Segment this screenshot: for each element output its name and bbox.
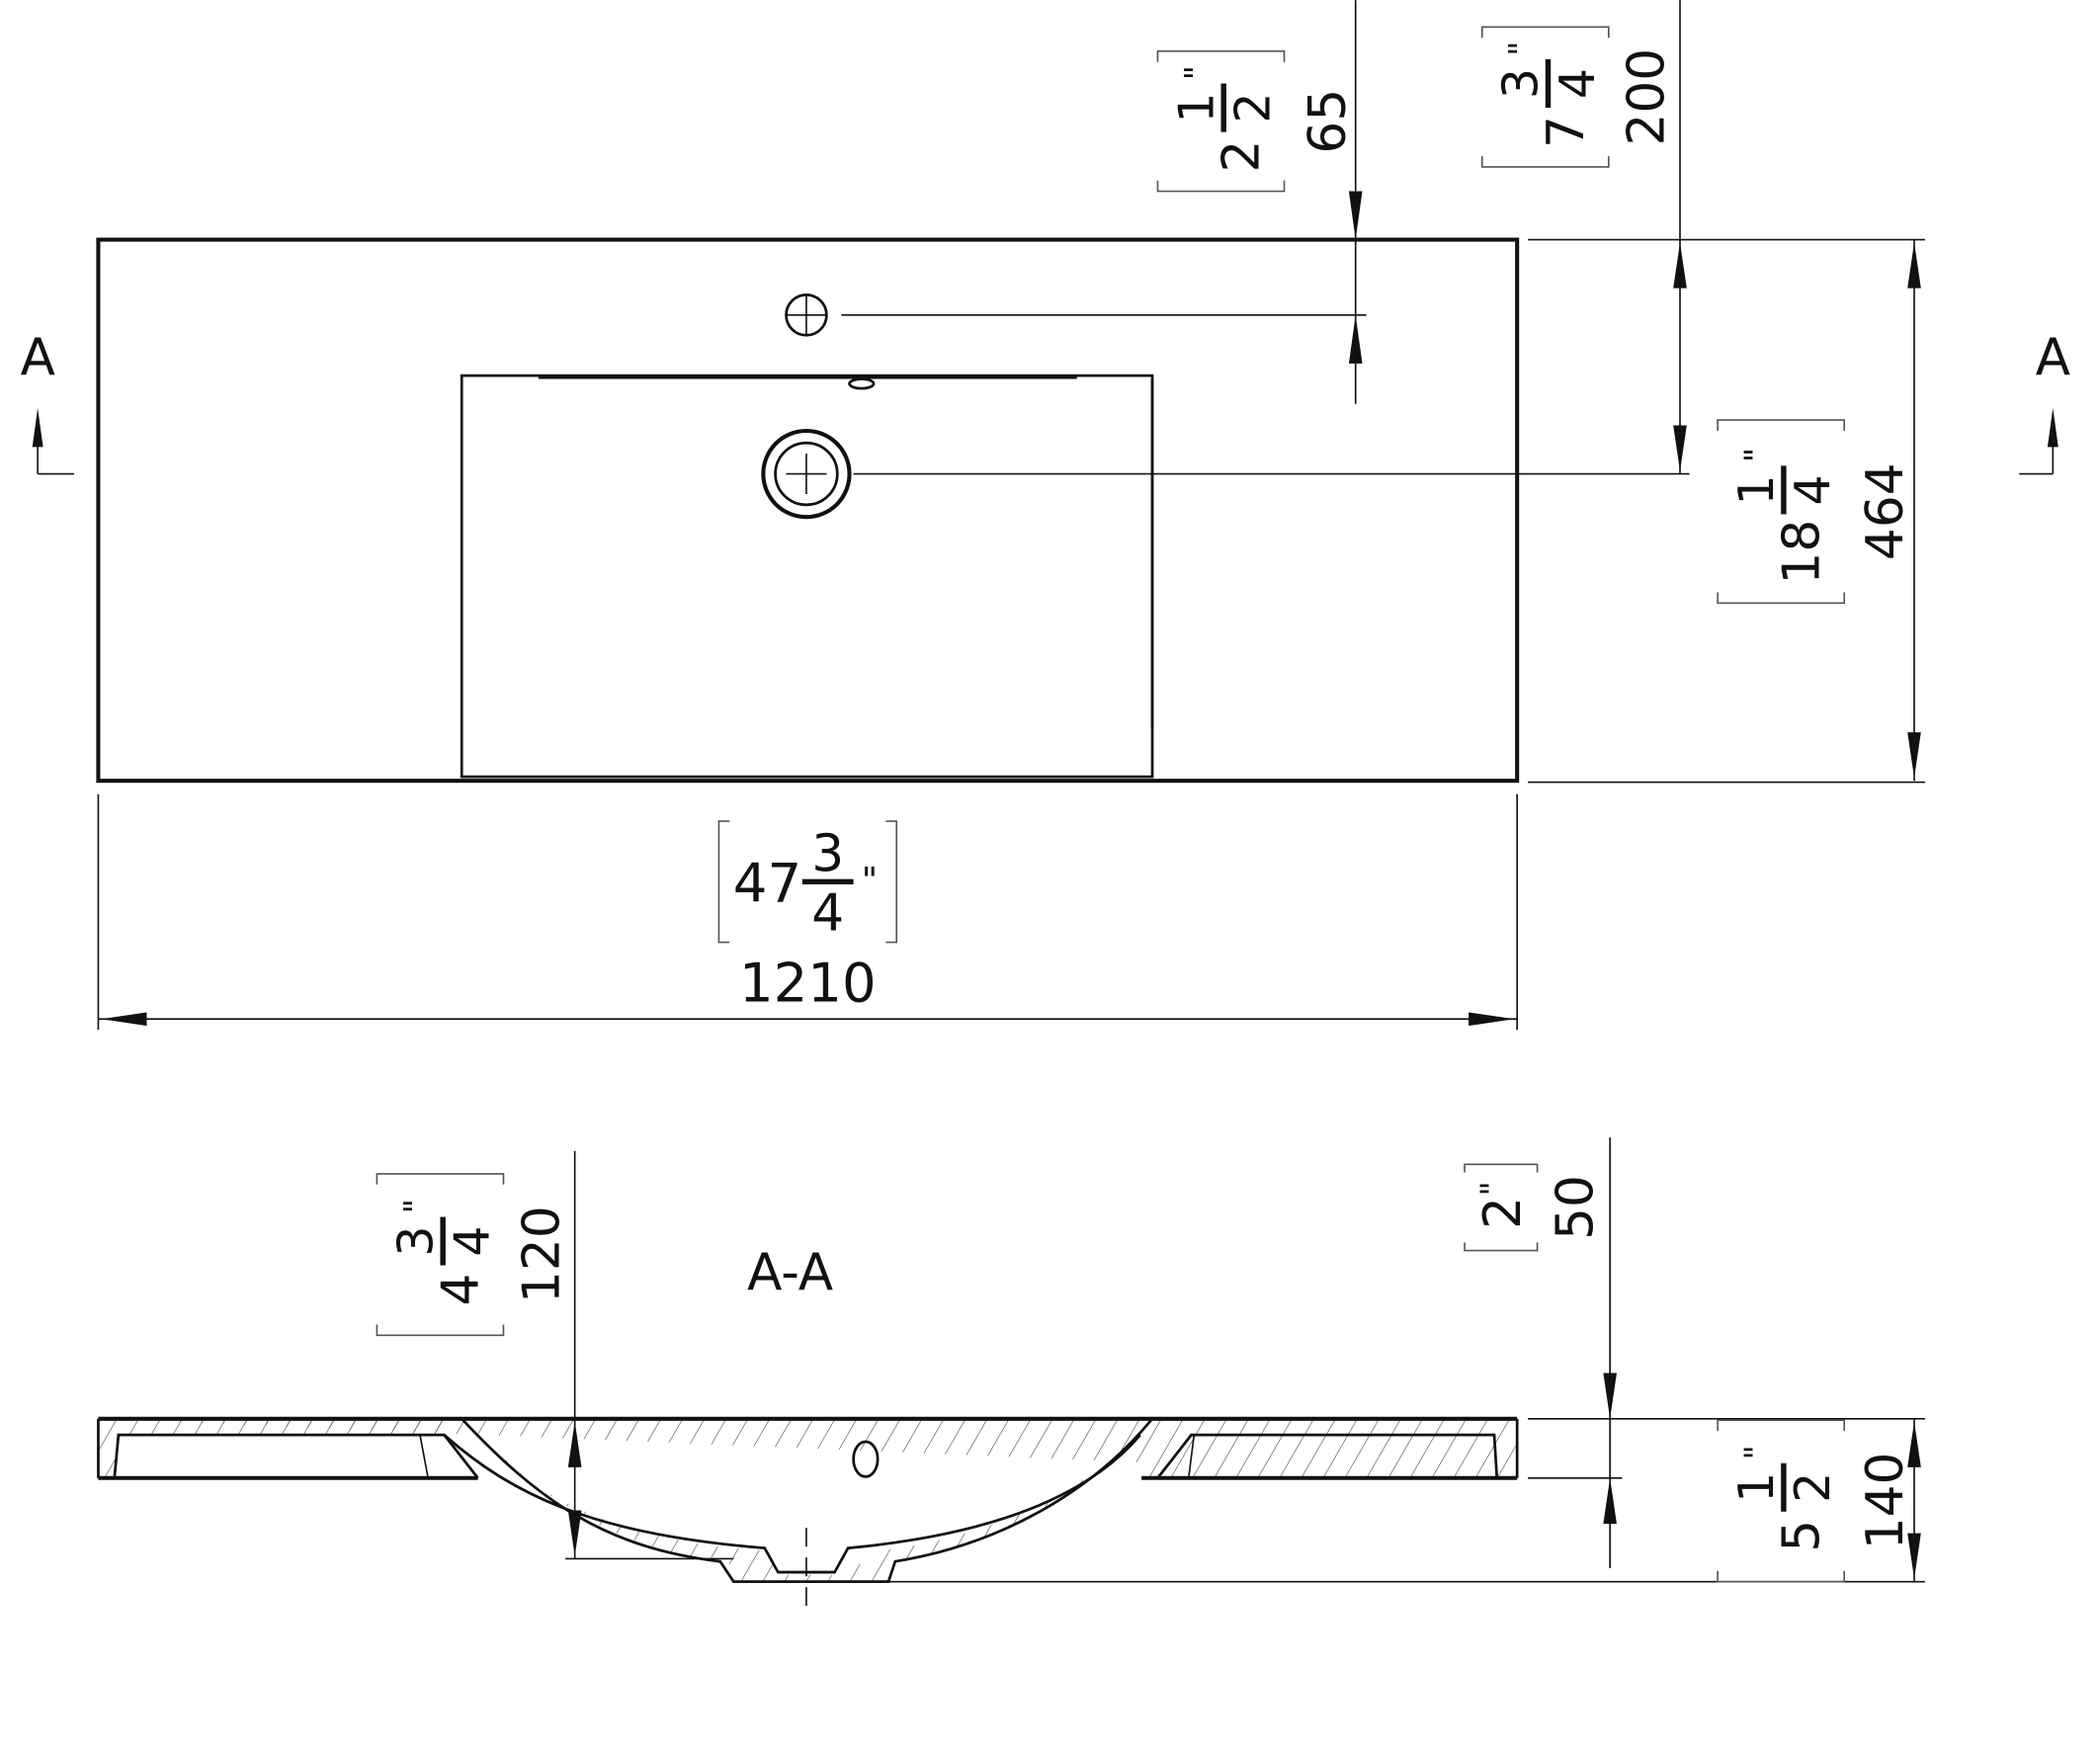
dimension-lines-section bbox=[565, 1137, 1925, 1583]
svg-text:464: 464 bbox=[1856, 462, 1915, 560]
svg-text:5: 5 bbox=[1772, 1520, 1831, 1552]
svg-text:1: 1 bbox=[1727, 1472, 1785, 1503]
svg-text:": " bbox=[1738, 1445, 1776, 1459]
svg-text:1: 1 bbox=[1727, 474, 1785, 505]
dim-width-mm: 1210 bbox=[739, 952, 877, 1015]
tap-hole-icon bbox=[785, 293, 828, 337]
svg-text:2: 2 bbox=[1473, 1197, 1533, 1229]
svg-text:2: 2 bbox=[1784, 1472, 1841, 1503]
section-mark-left: A bbox=[20, 328, 74, 475]
svg-text:": " bbox=[1178, 65, 1216, 80]
dim-width: 47 3 4 " 1210 bbox=[717, 820, 898, 1015]
svg-text:120: 120 bbox=[512, 1206, 571, 1303]
overflow-hole-icon bbox=[852, 1440, 880, 1478]
svg-text:": " bbox=[397, 1199, 435, 1213]
svg-text:50: 50 bbox=[1546, 1175, 1605, 1240]
svg-text:7: 7 bbox=[1537, 116, 1596, 148]
svg-text:4: 4 bbox=[811, 883, 844, 943]
svg-text:A: A bbox=[2036, 328, 2070, 387]
drain-icon bbox=[761, 428, 852, 520]
svg-text:3: 3 bbox=[811, 824, 844, 883]
svg-text:": " bbox=[862, 861, 878, 901]
svg-text:2: 2 bbox=[1224, 92, 1282, 123]
svg-text:": " bbox=[1502, 42, 1540, 56]
dim-drain-offset: 7 3 4 " 200 bbox=[1480, 26, 1677, 168]
bowl-outline bbox=[460, 374, 1154, 779]
svg-text:": " bbox=[1474, 1181, 1512, 1196]
svg-text:47: 47 bbox=[733, 852, 801, 915]
dim-bowl-depth: 4 3 4 " 120 bbox=[376, 1173, 571, 1337]
section-mark-right: A bbox=[2019, 328, 2070, 475]
svg-text:": " bbox=[1738, 448, 1776, 462]
dim-total-height: 5 1 2 " 140 bbox=[1717, 1419, 1915, 1583]
section-title: A-A bbox=[747, 1243, 833, 1302]
svg-text:3: 3 bbox=[1492, 68, 1550, 99]
svg-text:4: 4 bbox=[1784, 474, 1841, 505]
svg-text:1: 1 bbox=[1167, 92, 1224, 123]
svg-text:18: 18 bbox=[1772, 520, 1831, 585]
svg-text:65: 65 bbox=[1299, 89, 1358, 154]
overflow-icon bbox=[848, 377, 876, 390]
svg-text:4: 4 bbox=[432, 1274, 491, 1306]
svg-text:4: 4 bbox=[443, 1225, 500, 1256]
dim-rim-height: 2 " 50 bbox=[1464, 1163, 1605, 1252]
section-view bbox=[97, 1416, 1519, 1616]
dimension-lines-top bbox=[97, 0, 1925, 1031]
svg-text:3: 3 bbox=[386, 1225, 444, 1256]
svg-text:2: 2 bbox=[1213, 140, 1272, 173]
svg-text:140: 140 bbox=[1856, 1453, 1915, 1550]
svg-text:A: A bbox=[20, 328, 54, 387]
dim-tap-offset: 2 1 2 " 65 bbox=[1156, 50, 1358, 193]
top-view bbox=[96, 237, 1690, 784]
basin-outline bbox=[96, 237, 1520, 784]
svg-text:200: 200 bbox=[1618, 48, 1677, 146]
svg-text:4: 4 bbox=[1549, 68, 1606, 99]
dim-depth: 18 1 4 " 464 bbox=[1717, 419, 1915, 605]
